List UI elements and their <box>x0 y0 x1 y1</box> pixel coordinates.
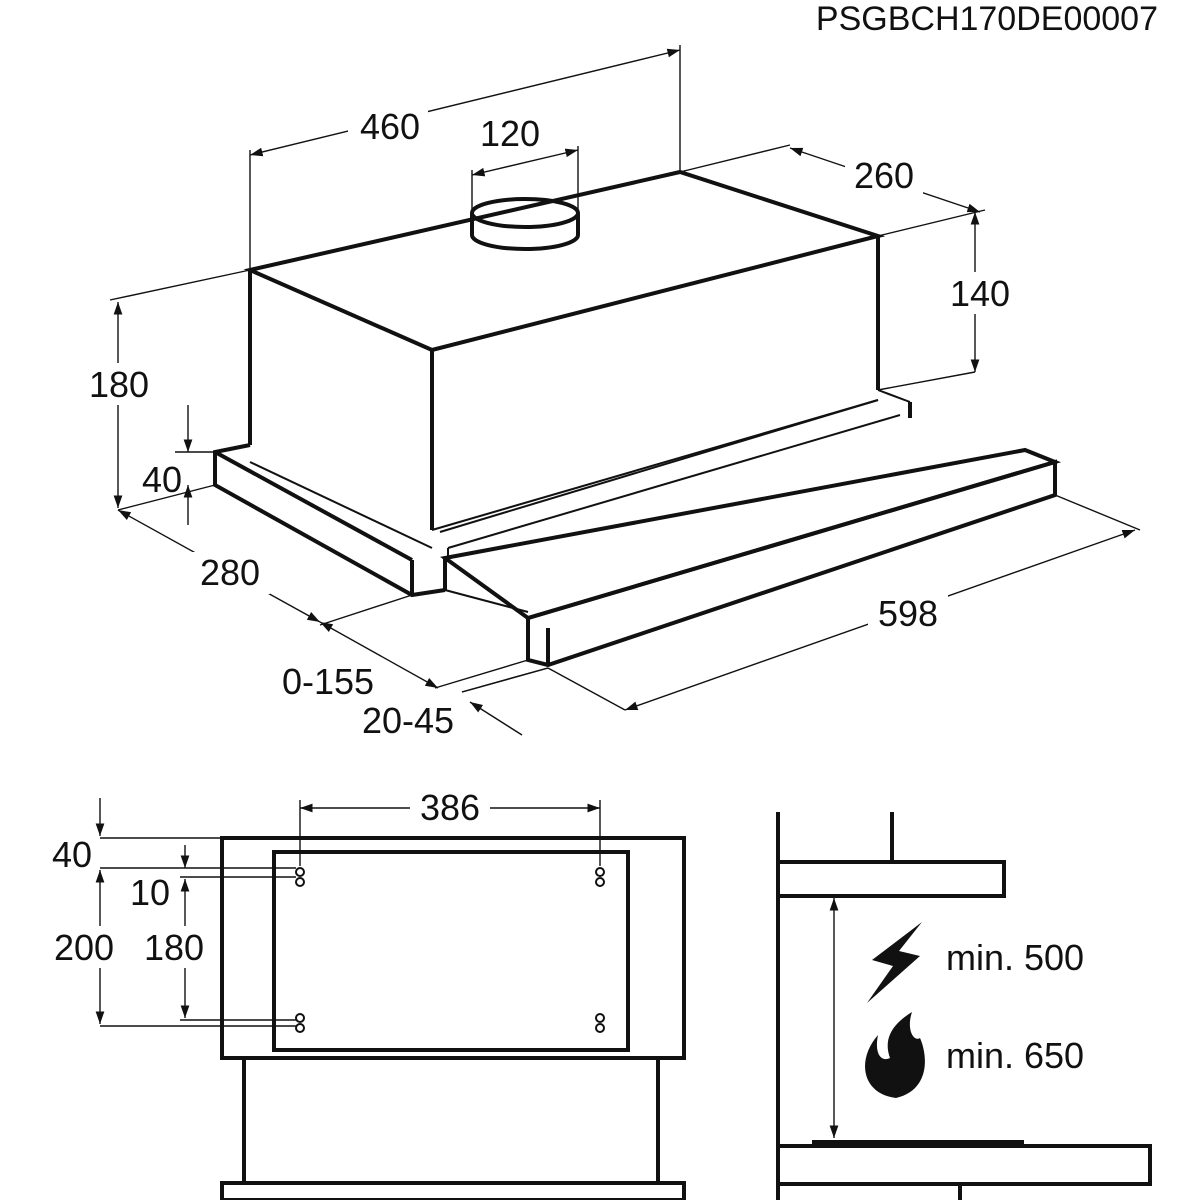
dim-duct-120: 120 <box>480 113 540 154</box>
iso-dimension-labels: 460 120 260 140 180 40 280 598 0-155 20-… <box>84 102 1016 741</box>
hood-body <box>243 169 886 531</box>
dim-width-598: 598 <box>878 593 938 634</box>
min-clearance-gas: min. 650 <box>946 1035 1084 1076</box>
dim-depth-260: 260 <box>854 155 914 196</box>
iso-dimension-lines <box>113 48 1136 736</box>
side-view: min. 500 min. 650 <box>776 812 1152 1200</box>
dim-holes-386: 386 <box>420 787 480 828</box>
front-extension-lines <box>100 800 601 1027</box>
dim-top-40: 40 <box>52 834 92 875</box>
front-view: 386 40 10 200 180 <box>48 786 686 1200</box>
dim-height-200: 200 <box>54 927 114 968</box>
product-code: PSGBCH170DE00007 <box>816 0 1158 38</box>
dim-extension-0-155: 0-155 <box>282 661 374 702</box>
flame-icon <box>865 1012 925 1098</box>
lightning-icon <box>867 922 922 1003</box>
min-clearance-electric: min. 500 <box>946 937 1084 978</box>
mounting-hole <box>595 1013 605 1033</box>
dim-height-140: 140 <box>950 273 1010 314</box>
dim-frame-40: 40 <box>142 459 182 500</box>
front-dimension-labels: 386 40 10 200 180 <box>48 786 490 968</box>
front-visor <box>440 447 1062 668</box>
dim-width-460: 460 <box>360 106 420 147</box>
front-dimension-lines <box>95 798 600 1024</box>
mounting-hole <box>295 1013 305 1033</box>
worktop <box>776 1144 1152 1186</box>
extension-lines <box>109 45 1141 711</box>
hob <box>812 1140 1024 1146</box>
dim-height-180: 180 <box>89 364 149 405</box>
dim-holes-180: 180 <box>144 927 204 968</box>
dim-visor-20-45: 20-45 <box>362 700 454 741</box>
dim-offset-10: 10 <box>130 872 170 913</box>
dim-depth-280: 280 <box>200 552 260 593</box>
mounting-hole <box>295 867 305 887</box>
mounting-hole <box>595 867 605 887</box>
slide-rails <box>439 399 901 558</box>
hood-section <box>776 860 1006 898</box>
isometric-view: 460 120 260 140 180 40 280 598 0-155 20-… <box>84 45 1141 741</box>
